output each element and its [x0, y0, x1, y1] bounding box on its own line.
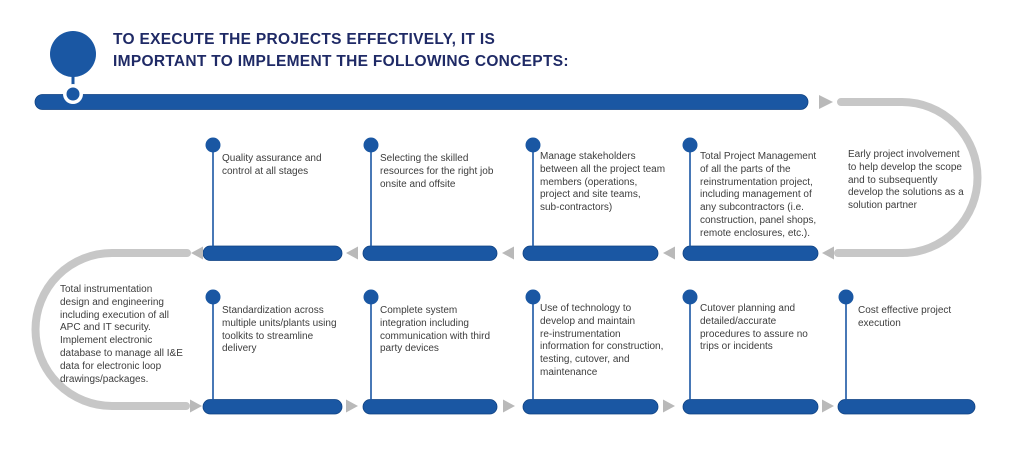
item-dot: [363, 137, 379, 153]
flow-arrow-right-icon: [819, 95, 833, 109]
concept-note-total-project-mgmt: Total Project Management of all the part…: [700, 151, 817, 239]
milestone-marker-stem: [71, 75, 75, 88]
concept-note-cost-effective: Cost effective project execution: [858, 305, 952, 329]
timeline-bar-bottom-4: [682, 399, 819, 415]
timeline-bar-bottom-5: [837, 399, 976, 415]
concept-note-manage-stakeholders: Manage stakeholders between all the proj…: [540, 151, 666, 214]
timeline-bar-bottom-3: [522, 399, 659, 415]
milestone-marker-dot: [66, 87, 80, 101]
flow-arrow-right-icon: [663, 399, 675, 413]
item-dot: [525, 289, 541, 305]
flow-arrow-right-icon: [503, 399, 515, 413]
concept-note-skilled-resources: Selecting the skilled resources for the …: [380, 153, 494, 190]
timeline-bar-middle-2: [362, 245, 498, 261]
item-dot: [363, 289, 379, 305]
flow-arrow-left-icon: [346, 246, 358, 260]
concept-note-system-integration: Complete system integration including co…: [380, 305, 491, 355]
concept-note-cutover-planning: Cutover planning and detailed/accurate p…: [700, 303, 808, 353]
item-dot: [205, 289, 221, 305]
flow-arrow-right-icon: [346, 399, 358, 413]
timeline-bar-middle-4: [682, 245, 819, 261]
flow-arrow-left-icon: [191, 246, 203, 260]
concept-note-early-involvement: Early project involvement to help develo…: [848, 149, 964, 212]
concept-note-use-of-technology: Use of technology to develop and maintai…: [540, 303, 664, 378]
timeline-bar-middle-1: [202, 245, 343, 261]
item-dot: [838, 289, 854, 305]
timeline-bar-bottom-2: [362, 399, 498, 415]
concept-note-instrumentation: Total instrumentation design and enginee…: [60, 284, 183, 385]
flow-arrow-left-icon: [502, 246, 514, 260]
concept-note-standardization: Standardization across multiple units/pl…: [222, 305, 337, 355]
flow-arrow-right-icon: [190, 399, 202, 413]
timeline-bar-bottom-1: [202, 399, 343, 415]
item-dot: [525, 137, 541, 153]
flow-arrow-right-icon: [822, 399, 834, 413]
curve-connector-left: [31, 249, 191, 410]
timeline-bar-middle-3: [522, 245, 659, 261]
timeline-top-bar: [34, 94, 809, 110]
flow-arrow-left-icon: [663, 246, 675, 260]
milestone-marker-icon: [50, 31, 96, 77]
flow-arrow-left-icon: [822, 246, 834, 260]
curve-connector-right: [834, 98, 982, 257]
concept-note-quality-assurance: Quality assurance and control at all sta…: [222, 153, 322, 177]
item-dot: [205, 137, 221, 153]
item-dot: [682, 137, 698, 153]
page-title: TO EXECUTE THE PROJECTS EFFECTIVELY, IT …: [113, 31, 569, 70]
item-dot: [682, 289, 698, 305]
